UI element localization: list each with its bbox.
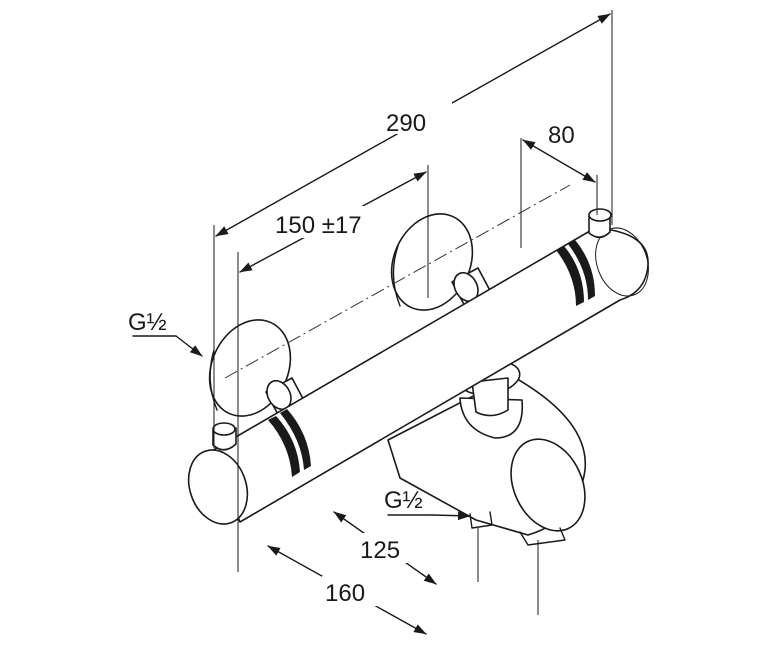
dimension-125: [333, 511, 479, 585]
bath-spout: [387, 375, 587, 546]
inlet-thread-leader: [132, 335, 203, 357]
label-80: 80: [548, 122, 575, 149]
outlet-thread-leader: [387, 511, 471, 521]
dimension-150: [237, 165, 429, 572]
inlet-centerline: [224, 184, 571, 379]
dimension-80: [520, 138, 598, 248]
label-150: 150 ±17: [275, 212, 362, 239]
cold-inlet-stub: [212, 422, 237, 451]
label-g-inlet: G½: [128, 309, 167, 336]
body-band-right: [556, 240, 595, 306]
label-125: 125: [360, 537, 400, 564]
label-g-outlet: G½: [384, 487, 423, 514]
outlet-stub-top: [588, 208, 612, 239]
label-160: 160: [325, 580, 365, 607]
body-band-left: [268, 409, 311, 477]
thermostat-body: [187, 227, 649, 525]
label-290: 290: [386, 110, 426, 137]
dimension-160: [267, 540, 539, 635]
